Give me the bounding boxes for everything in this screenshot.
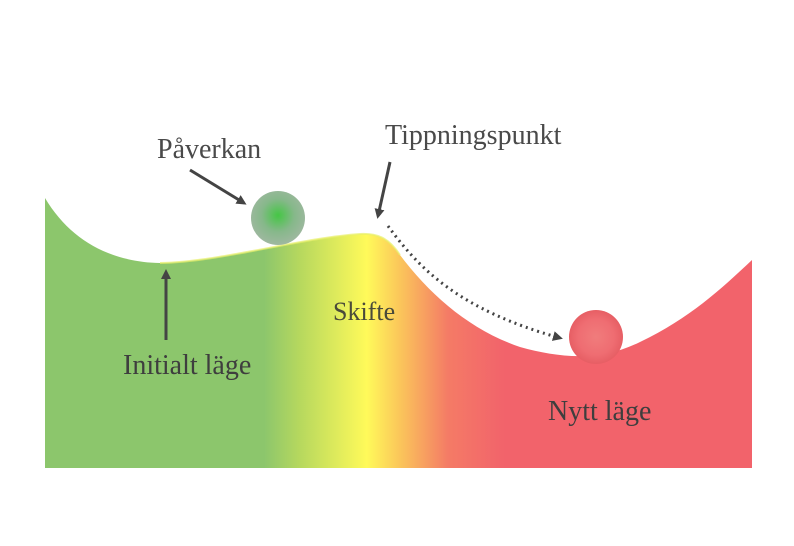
initial-state-ball xyxy=(251,191,305,245)
influence-arrow xyxy=(189,168,247,205)
label-skifte: Skifte xyxy=(333,297,395,326)
landscape xyxy=(45,198,752,468)
ridge-highlight xyxy=(159,232,401,264)
label-nytt-lage: Nytt läge xyxy=(548,396,651,427)
label-tippningspunkt: Tippningspunkt xyxy=(385,120,562,151)
label-initialt-lage: Initialt läge xyxy=(123,350,251,381)
new-state-ball xyxy=(569,310,623,364)
label-paverkan: Påverkan xyxy=(157,134,261,165)
tipping-point-arrow xyxy=(374,161,392,219)
shift-path-arrow xyxy=(386,225,563,341)
